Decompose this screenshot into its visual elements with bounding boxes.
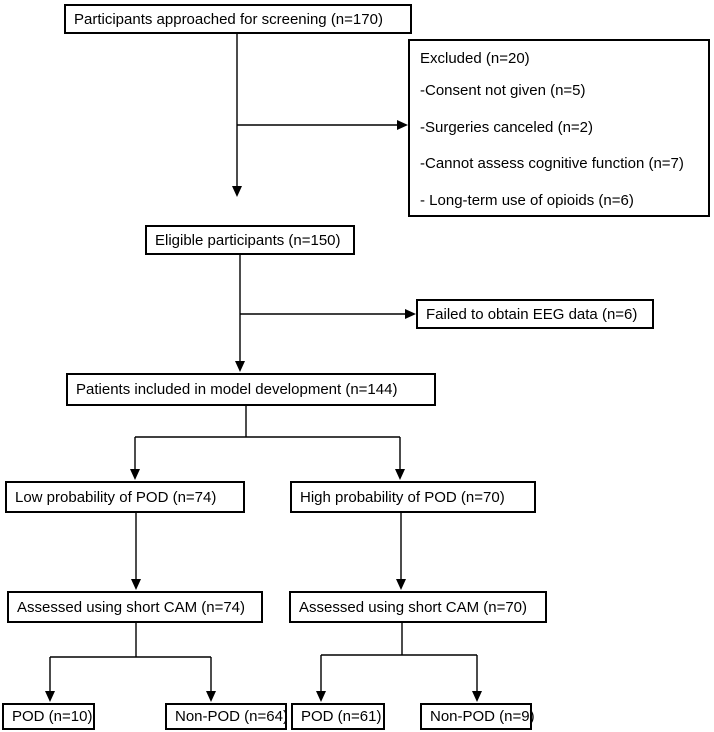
excluded-title: Excluded (n=20)	[420, 50, 530, 67]
excluded-box: Excluded (n=20) -Consent not given (n=5)…	[408, 39, 710, 217]
pod-high-box: POD (n=61)	[291, 703, 385, 730]
excluded-reason: -Surgeries canceled (n=2)	[420, 118, 594, 136]
excluded-reason: - Long-term use of opioids (n=6)	[420, 191, 634, 209]
eligible-box: Eligible participants (n=150)	[145, 225, 355, 255]
pod-low-box: POD (n=10)	[2, 703, 95, 730]
low-probability-box: Low probability of POD (n=74)	[5, 481, 245, 513]
high-probability-box: High probability of POD (n=70)	[290, 481, 536, 513]
nonpod-low-box: Non-POD (n=64)	[165, 703, 288, 730]
eeg-failed-box: Failed to obtain EEG data (n=6)	[416, 299, 654, 329]
nonpod-high-box: Non-POD (n=9)	[420, 703, 535, 730]
excluded-reason: -Cannot assess cognitive function (n=7)	[420, 155, 684, 172]
assessed-low-box: Assessed using short CAM (n=74)	[7, 591, 263, 623]
screened-box: Participants approached for screening (n…	[64, 4, 412, 34]
included-box: Patients included in model development (…	[66, 373, 436, 406]
assessed-high-box: Assessed using short CAM (n=70)	[289, 591, 547, 623]
excluded-reason: -Consent not given (n=5)	[420, 82, 586, 99]
